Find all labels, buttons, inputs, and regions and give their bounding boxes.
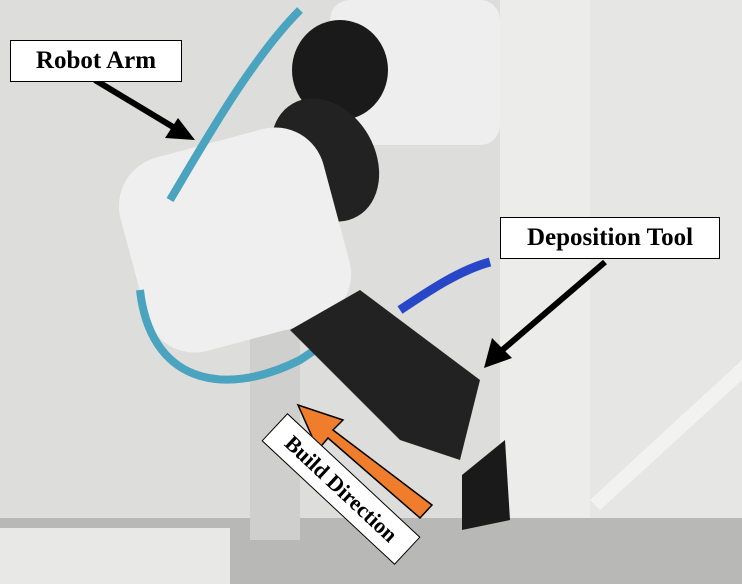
deposition-tool-body [290, 290, 480, 460]
coolant-hose [397, 257, 492, 314]
robot-arm-arrowhead [165, 118, 195, 140]
deposition-tool-arrow [498, 259, 607, 355]
cable [136, 289, 363, 384]
robot-arm-arrow [93, 77, 180, 133]
cable-upper [166, 7, 303, 203]
white-column [500, 0, 590, 520]
robot-arm-label: Robot Arm [10, 40, 182, 82]
deposition-tool-arrowhead [484, 338, 512, 368]
printed-part [462, 440, 510, 530]
rail [590, 360, 742, 510]
build-direction-arrow [296, 403, 434, 520]
box [0, 528, 230, 584]
filament-spool [292, 20, 388, 120]
deposition-tool-label: Deposition Tool [500, 217, 720, 259]
